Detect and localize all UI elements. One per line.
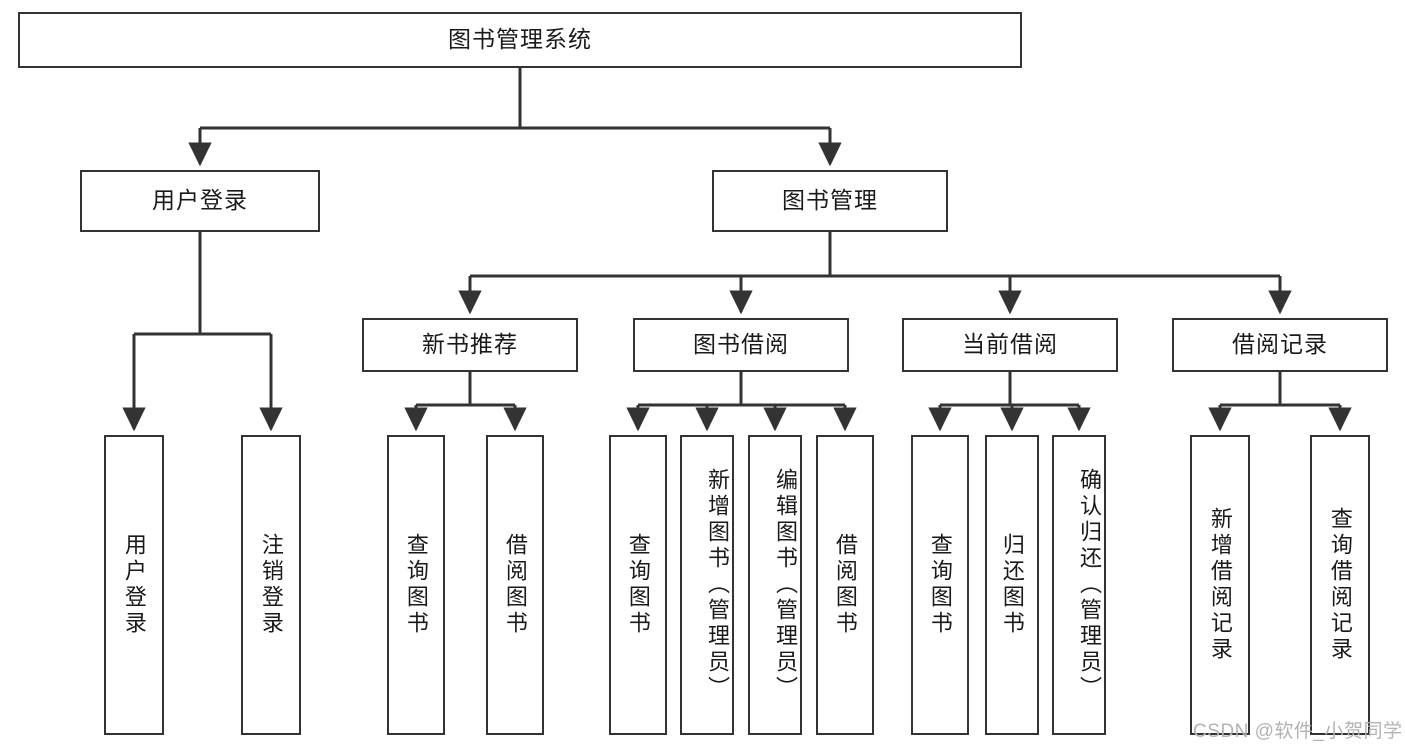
node-leaf-confirm-return-label: 确认归还（管理员）: [1077, 468, 1102, 702]
node-new-book-recommend[interactable]: 新书推荐: [362, 318, 578, 372]
node-leaf-user-logout[interactable]: 注销登录: [241, 435, 301, 735]
node-current-borrow-label: 当前借阅: [962, 331, 1058, 358]
node-current-borrow[interactable]: 当前借阅: [902, 318, 1118, 372]
node-borrow-record-label: 借阅记录: [1232, 331, 1328, 358]
node-leaf-return-book[interactable]: 归还图书: [985, 435, 1039, 735]
node-leaf-borrow-book-1-label: 借阅图书: [502, 533, 528, 637]
node-book-borrow-label: 图书借阅: [693, 331, 789, 358]
node-leaf-edit-book-admin[interactable]: 编辑图书（管理员）: [748, 435, 802, 735]
node-leaf-confirm-return[interactable]: 确认归还（管理员）: [1052, 435, 1106, 735]
node-root[interactable]: 图书管理系统: [18, 12, 1022, 68]
node-leaf-query-record-label: 查询借阅记录: [1327, 507, 1353, 663]
node-leaf-query-record[interactable]: 查询借阅记录: [1310, 435, 1370, 735]
node-leaf-add-record-label: 新增借阅记录: [1207, 507, 1233, 663]
node-user-login[interactable]: 用户登录: [80, 170, 320, 232]
watermark-text: CSDN @软件_小贺同学: [1193, 721, 1403, 742]
node-book-borrow[interactable]: 图书借阅: [633, 318, 849, 372]
node-leaf-add-book-admin[interactable]: 新增图书（管理员）: [680, 435, 734, 735]
node-leaf-query-book-2-label: 查询图书: [625, 533, 651, 637]
node-leaf-query-book-3[interactable]: 查询图书: [911, 435, 969, 735]
node-leaf-query-book-2[interactable]: 查询图书: [609, 435, 667, 735]
node-leaf-query-book-1-label: 查询图书: [403, 533, 429, 637]
node-leaf-user-login[interactable]: 用户登录: [104, 435, 164, 735]
node-leaf-return-book-label: 归还图书: [999, 533, 1025, 637]
node-leaf-borrow-book-1[interactable]: 借阅图书: [486, 435, 544, 735]
node-user-login-label: 用户登录: [152, 187, 248, 214]
node-leaf-borrow-book-2[interactable]: 借阅图书: [816, 435, 874, 735]
node-leaf-user-logout-label: 注销登录: [258, 533, 284, 637]
node-root-label: 图书管理系统: [448, 26, 592, 53]
node-leaf-user-login-label: 用户登录: [121, 533, 147, 637]
node-leaf-borrow-book-2-label: 借阅图书: [832, 533, 858, 637]
node-leaf-query-book-1[interactable]: 查询图书: [387, 435, 445, 735]
node-leaf-query-book-3-label: 查询图书: [927, 533, 953, 637]
node-borrow-record[interactable]: 借阅记录: [1172, 318, 1388, 372]
node-book-management-label: 图书管理: [782, 187, 878, 214]
node-leaf-add-book-admin-label: 新增图书（管理员）: [705, 468, 730, 702]
node-leaf-add-record[interactable]: 新增借阅记录: [1190, 435, 1250, 735]
node-new-book-recommend-label: 新书推荐: [422, 331, 518, 358]
node-leaf-edit-book-admin-label: 编辑图书（管理员）: [773, 468, 798, 702]
node-book-management[interactable]: 图书管理: [712, 170, 948, 232]
